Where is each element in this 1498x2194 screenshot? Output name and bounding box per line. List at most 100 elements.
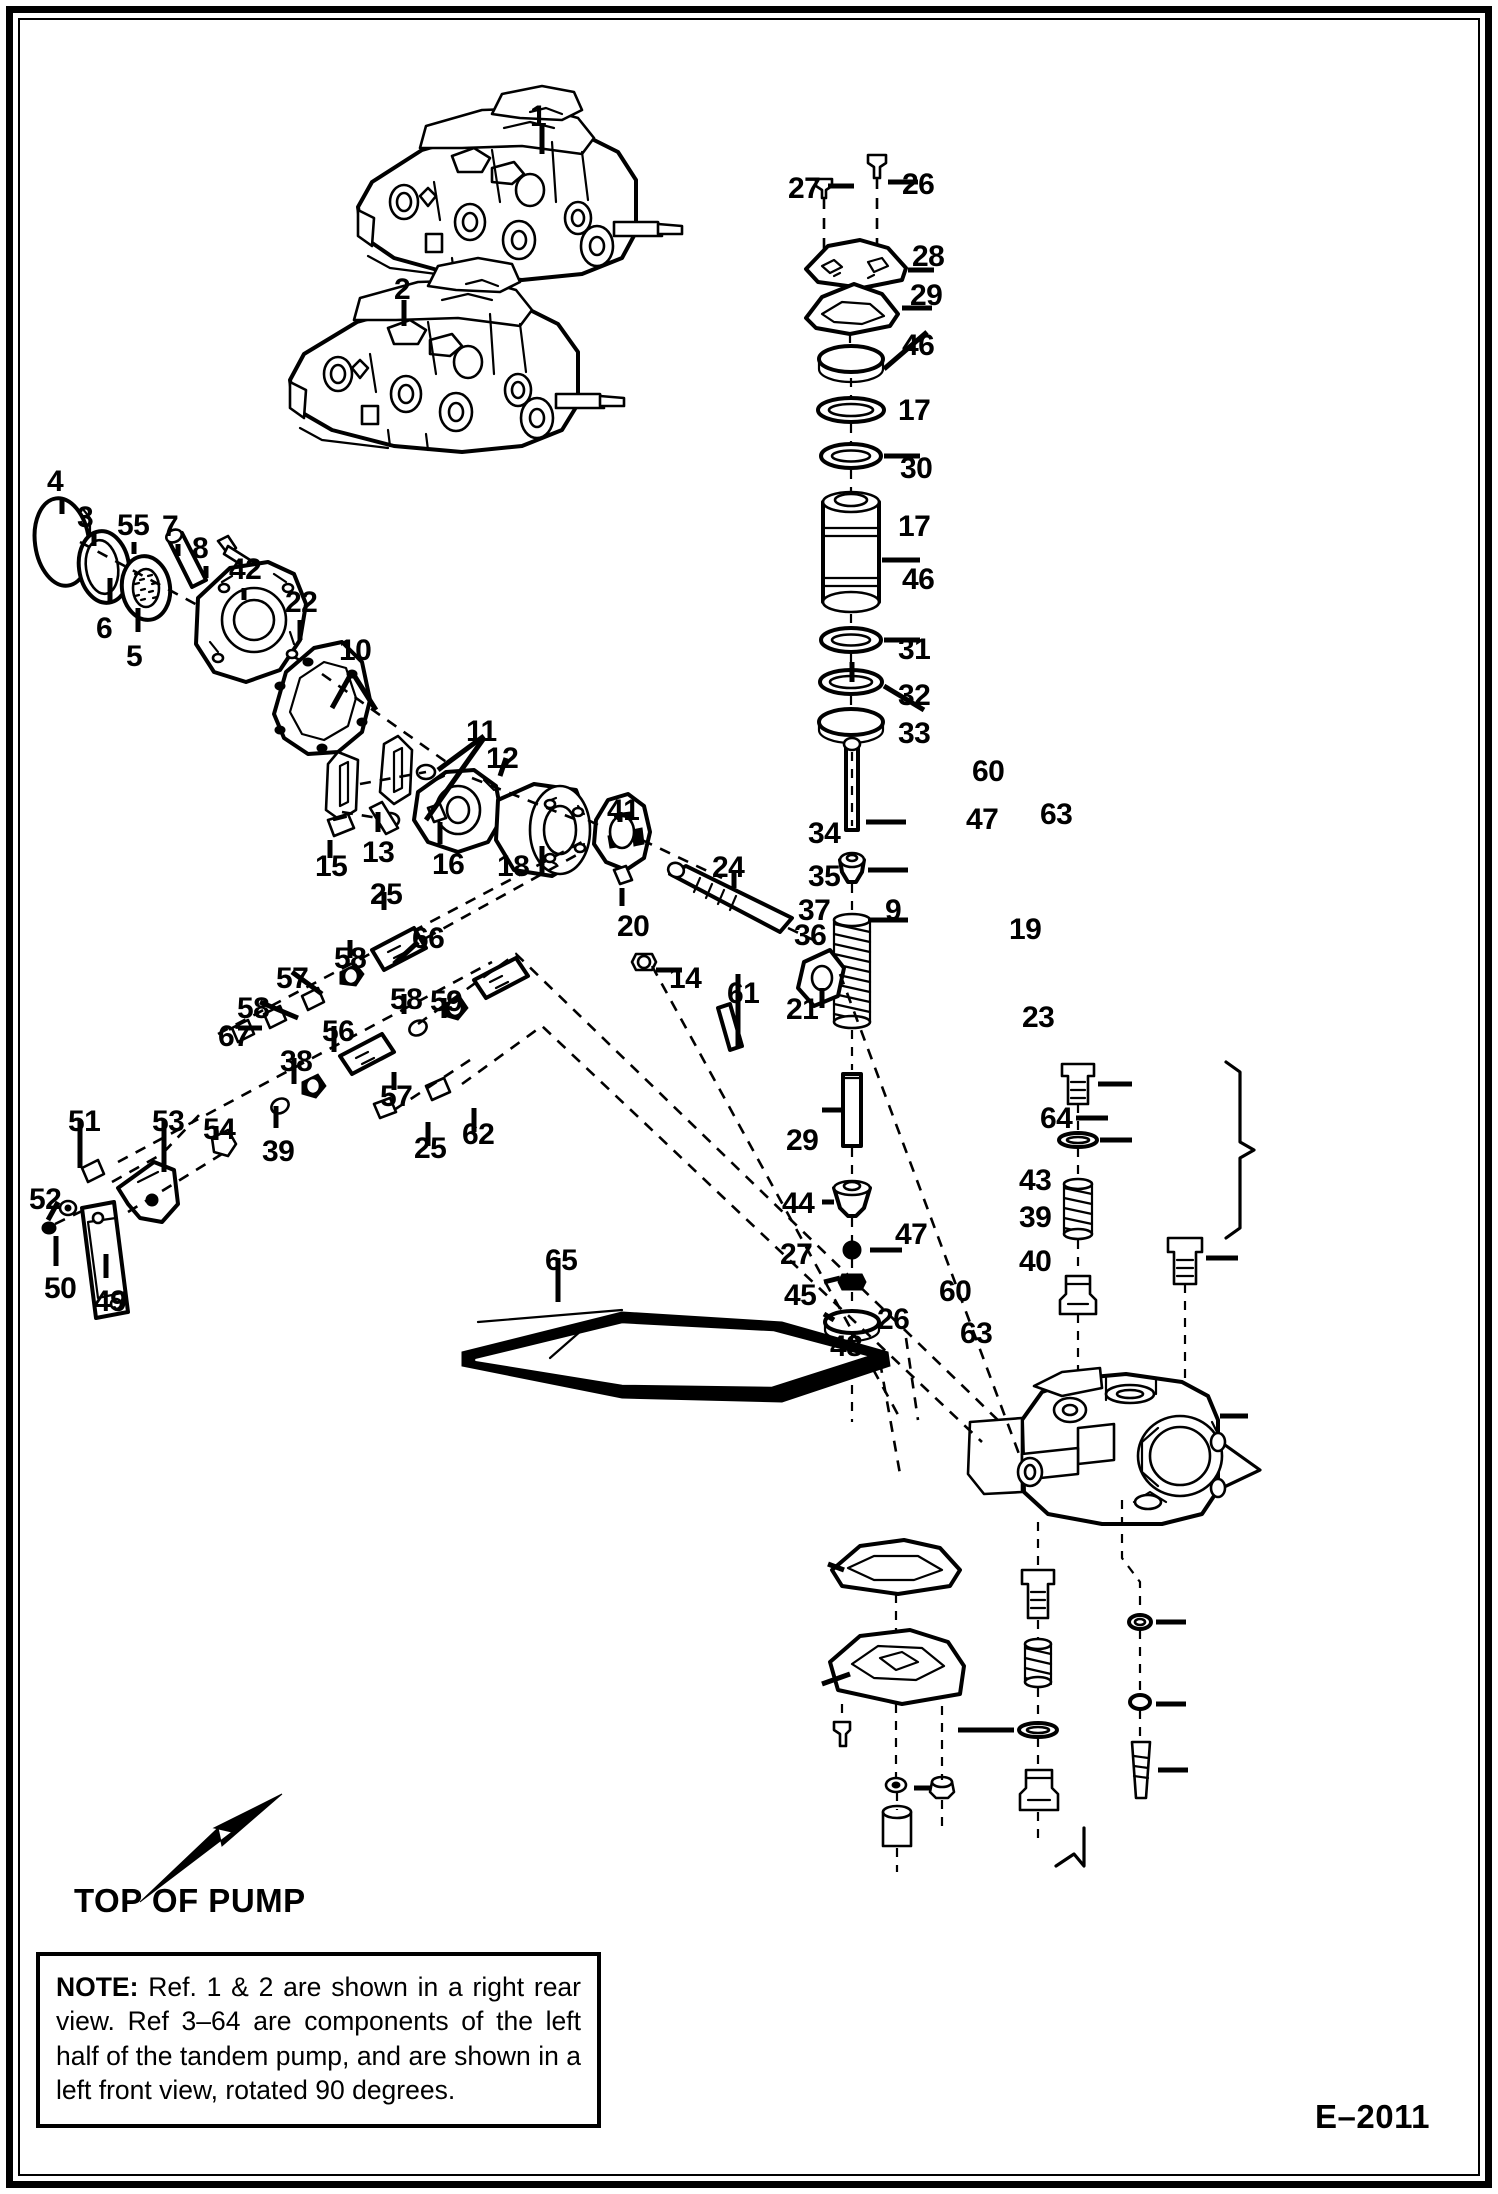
callout-ref-53: 53 xyxy=(152,1105,185,1138)
callout-ref-25: 25 xyxy=(370,878,403,911)
callout-ref-33: 33 xyxy=(898,717,931,750)
diagram-canvas: .ln{fill:none;stroke:#000;stroke-width:2… xyxy=(22,22,1476,2172)
callout-ref-64: 64 xyxy=(1040,1102,1073,1135)
callout-ref-55: 55 xyxy=(117,509,150,542)
note-body: Ref. 1 & 2 are shown in a right rear vie… xyxy=(56,1972,581,2106)
callout-ref-39: 39 xyxy=(1019,1201,1052,1234)
callout-ref-11: 11 xyxy=(466,715,497,748)
callout-ref-65: 65 xyxy=(545,1244,578,1277)
callout-ref-26: 26 xyxy=(877,1303,910,1336)
callout-ref-42: 42 xyxy=(229,553,262,586)
callout-ref-47: 47 xyxy=(966,803,999,836)
top-of-pump-label: TOP OF PUMP xyxy=(74,1882,306,1919)
callout-ref-9: 9 xyxy=(885,894,902,927)
callout-ref-61: 61 xyxy=(727,977,760,1010)
callout-ref-49: 49 xyxy=(94,1285,127,1318)
callout-ref-24: 24 xyxy=(712,851,745,884)
callout-ref-56: 56 xyxy=(322,1015,355,1048)
callout-ref-47: 47 xyxy=(895,1218,928,1251)
callout-ref-50: 50 xyxy=(44,1272,77,1305)
figure-number: E–2011 xyxy=(1315,2098,1430,2135)
callout-ref-25: 25 xyxy=(414,1132,447,1165)
spring-63 xyxy=(1062,1177,1094,1241)
callout-ref-59: 59 xyxy=(430,985,463,1018)
callout-ref-63: 63 xyxy=(960,1317,993,1350)
pump-housing-23 xyxy=(966,1366,1262,1526)
callout-ref-40: 40 xyxy=(1019,1245,1052,1278)
callout-ref-17: 17 xyxy=(898,394,931,427)
callout-ref-39: 39 xyxy=(262,1135,295,1168)
callout-ref-51: 51 xyxy=(68,1105,101,1138)
callout-ref-5: 5 xyxy=(126,640,143,673)
callout-ref-19: 19 xyxy=(1009,913,1042,946)
callout-ref-30: 30 xyxy=(900,452,933,485)
pump-assembly-2-illustration xyxy=(288,256,626,454)
callout-ref-58: 58 xyxy=(334,942,367,975)
callout-ref-43: 43 xyxy=(1019,1164,1052,1197)
callout-ref-58: 58 xyxy=(237,992,270,1025)
callout-ref-18: 18 xyxy=(497,850,530,883)
callout-ref-28: 28 xyxy=(912,240,945,273)
callout-ref-66: 66 xyxy=(412,922,445,955)
callout-ref-8: 8 xyxy=(192,532,209,565)
relief-valve-stack-63 xyxy=(1057,1060,1256,1422)
callout-ref-29: 29 xyxy=(910,279,943,312)
callout-ref-58: 58 xyxy=(390,983,423,1016)
callout-ref-60: 60 xyxy=(972,755,1005,788)
callout-ref-60: 60 xyxy=(939,1275,972,1308)
callout-ref-46: 46 xyxy=(902,563,935,596)
callout-ref-63: 63 xyxy=(1040,798,1073,831)
note-text: NOTE: Ref. 1 & 2 are shown in a right re… xyxy=(56,1970,581,2108)
callout-ref-6: 6 xyxy=(96,612,113,645)
callout-ref-21: 21 xyxy=(786,993,819,1026)
callout-ref-22: 22 xyxy=(285,586,318,619)
callout-ref-16: 16 xyxy=(432,848,465,881)
callout-ref-15: 15 xyxy=(315,850,348,883)
callout-ref-44: 44 xyxy=(782,1187,815,1220)
callout-ref-35: 35 xyxy=(808,860,841,893)
callout-ref-36: 36 xyxy=(794,919,827,952)
callout-ref-34: 34 xyxy=(808,817,841,850)
callout-ref-32: 32 xyxy=(898,679,931,712)
exploded-view-artwork: .ln{fill:none;stroke:#000;stroke-width:2… xyxy=(32,84,1262,1903)
callout-ref-10: 10 xyxy=(339,634,372,667)
callout-ref-41: 41 xyxy=(607,794,640,827)
callout-ref-3: 3 xyxy=(77,501,94,534)
callout-ref-17: 17 xyxy=(898,510,931,543)
callout-ref-13: 13 xyxy=(362,836,395,869)
callout-ref-14: 14 xyxy=(669,962,702,995)
page-border-inner xyxy=(18,18,1480,2176)
callout-ref-1: 1 xyxy=(530,100,547,133)
pump-assembly-1-illustration xyxy=(356,84,684,282)
callout-ref-27: 27 xyxy=(780,1238,813,1271)
control-valve-stack-upper xyxy=(804,153,908,1422)
callout-ref-23: 23 xyxy=(1022,1001,1055,1034)
callout-ref-27: 27 xyxy=(788,172,821,205)
callout-ref-29: 29 xyxy=(786,1124,819,1157)
callout-ref-12: 12 xyxy=(486,742,519,775)
callout-ref-37: 37 xyxy=(798,894,831,927)
lower-cover-stack xyxy=(828,1500,1153,1872)
callout-ref-7: 7 xyxy=(162,510,179,543)
callout-ref-4: 4 xyxy=(47,465,64,498)
callout-ref-62: 62 xyxy=(462,1118,495,1151)
callout-ref-2: 2 xyxy=(394,273,411,306)
callout-ref-20: 20 xyxy=(617,910,650,943)
note-box: NOTE: Ref. 1 & 2 are shown in a right re… xyxy=(36,1952,601,2128)
control-linkage-row xyxy=(41,840,891,1903)
callout-ref-52: 52 xyxy=(29,1183,62,1216)
spring-60-bottom xyxy=(1023,1637,1053,1689)
callout-ref-26: 26 xyxy=(902,168,935,201)
callout-ref-48: 48 xyxy=(830,1330,863,1363)
callout-leader-lines xyxy=(45,126,1248,1791)
callout-ref-31: 31 xyxy=(898,633,931,666)
callout-ref-57: 57 xyxy=(380,1080,413,1113)
callout-ref-57: 57 xyxy=(276,962,309,995)
note-keyword: NOTE: xyxy=(56,1972,139,2002)
callout-ref-54: 54 xyxy=(203,1113,236,1146)
callout-ref-45: 45 xyxy=(784,1279,817,1312)
assembly-routing-lines xyxy=(393,952,1003,1475)
page-border-outer xyxy=(6,6,1492,2188)
callout-ref-67: 67 xyxy=(218,1020,251,1053)
